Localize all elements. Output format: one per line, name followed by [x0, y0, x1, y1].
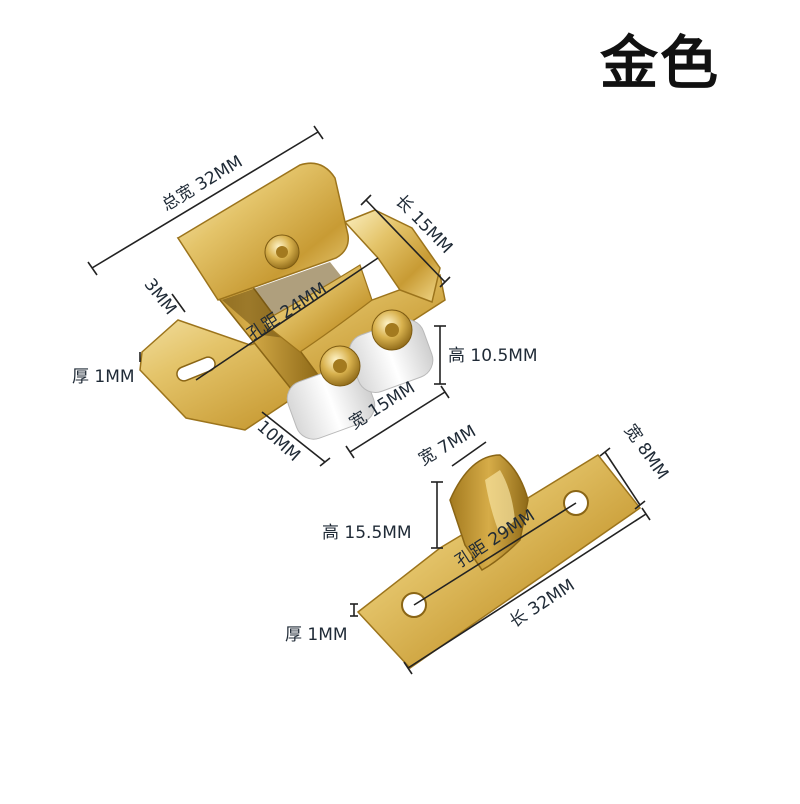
- catch-slot-hole: [176, 356, 216, 382]
- color-title: 金色: [600, 29, 721, 97]
- catch-rivet-right-center: [385, 323, 399, 337]
- catch-rivet-left-center: [333, 359, 347, 373]
- catch-right-wing: [343, 209, 441, 304]
- catch-height-label: 高 10.5MM: [448, 346, 538, 366]
- strike-hook-inner: [485, 470, 515, 535]
- catch-thickness-label: 厚 1MM: [72, 367, 135, 387]
- roller-catch: [139, 162, 446, 440]
- catch-spring-arm: [260, 264, 373, 353]
- strike-width-top-label: 宽 7MM: [415, 421, 479, 470]
- strike-thickness-label: 厚 1MM: [285, 625, 348, 645]
- dimension-lines: [87, 125, 651, 675]
- strike-plate: [356, 454, 642, 669]
- catch-top-cover: [176, 162, 349, 301]
- strike-width-side-label: 宽 8MM: [620, 421, 672, 484]
- strike-raised-hook: [449, 454, 529, 571]
- catch-rivet-top-center: [276, 246, 288, 258]
- strike-height-label: 高 15.5MM: [322, 523, 412, 543]
